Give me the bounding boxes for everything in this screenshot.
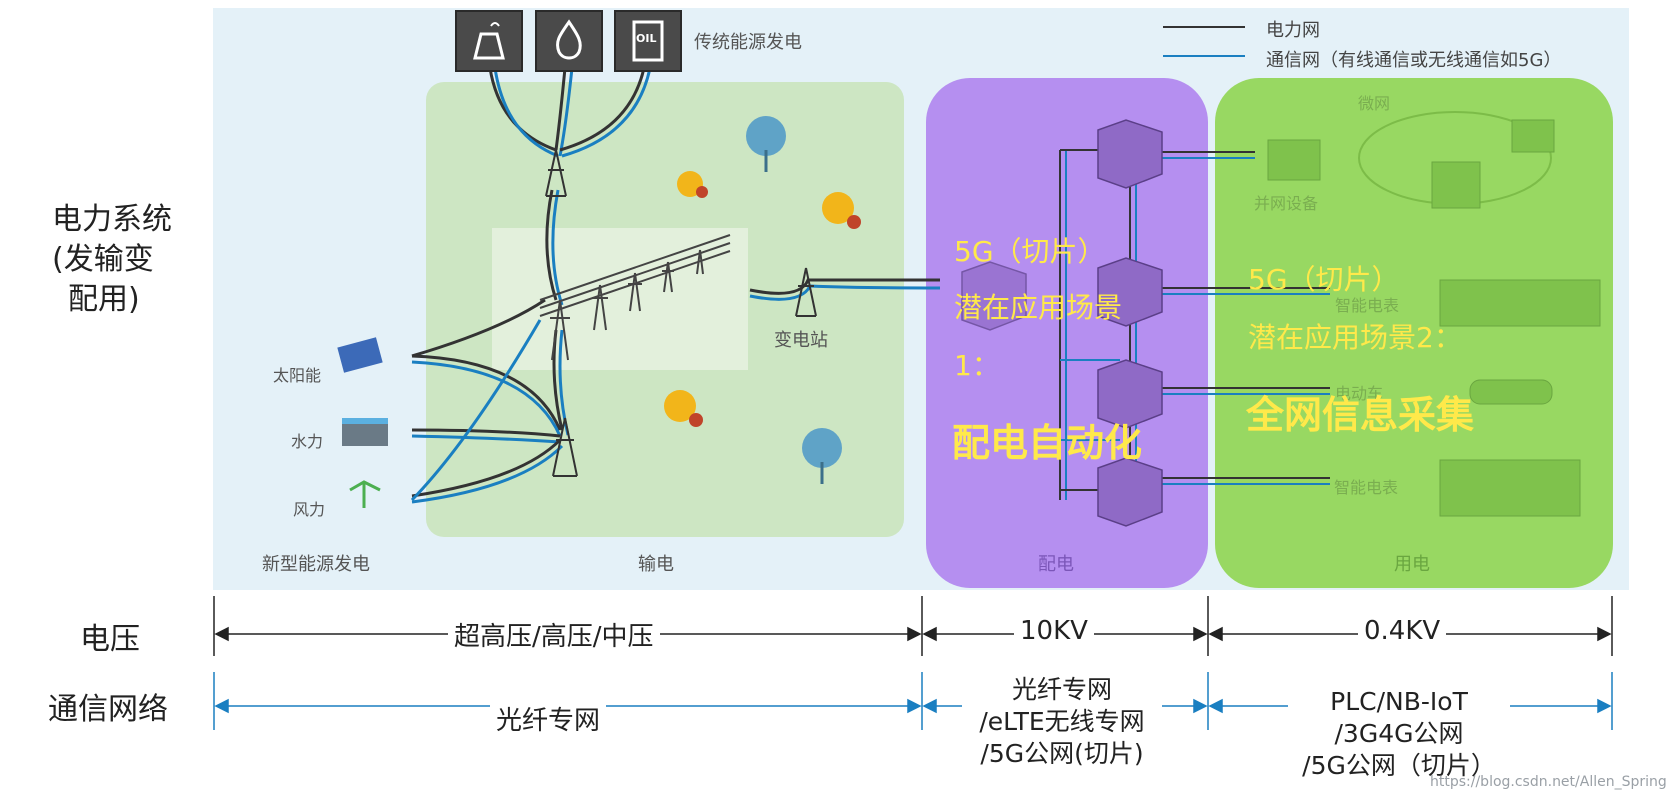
network-seg3-line3: /5G公网（切片） xyxy=(1302,751,1496,780)
substation-label: 变电站 xyxy=(774,330,828,351)
network-seg3: PLC/NB-IoT /3G4G公网 /5G公网（切片） xyxy=(1288,686,1510,782)
scenario1-line3: 1： xyxy=(954,349,1000,382)
network-label: 通信网络 xyxy=(48,692,168,727)
smart-meter-label-1: 智能电表 xyxy=(1335,296,1400,315)
scenario2-line2: 潜在应用场景2： xyxy=(1248,321,1462,354)
distribution-label: 配电 xyxy=(1038,554,1074,575)
legend-power-line: 电力网 xyxy=(1266,20,1320,41)
network-seg2-line1: 光纤专网 xyxy=(1011,675,1112,704)
voltage-seg3: 0.4KV xyxy=(1358,616,1447,646)
network-seg2-line2: /eLTE无线专网 xyxy=(979,707,1145,736)
new-energy-icons xyxy=(337,337,388,508)
microgrid-label: 微网 xyxy=(1358,94,1391,113)
distribution-boxes xyxy=(961,119,1163,527)
scenario1-title: 配电自动化 xyxy=(952,421,1143,465)
network-seg3-line1: PLC/NB-IoT xyxy=(1330,687,1468,716)
voltage-label: 电压 xyxy=(80,622,140,657)
consumption-label: 用电 xyxy=(1394,554,1430,575)
network-seg2: 光纤专网 /eLTE无线专网 /5G公网(切片) xyxy=(962,674,1162,770)
smart-meter-label-2: 智能电表 xyxy=(1334,478,1399,497)
scenario2-title: 全网信息采集 xyxy=(1246,393,1475,437)
transmission-label: 输电 xyxy=(638,554,674,575)
watermark: https://blog.csdn.net/Allen_Spring xyxy=(1430,774,1667,790)
cooling-tower-icon xyxy=(455,10,523,72)
network-seg3-line2: /3G4G公网 xyxy=(1334,719,1464,748)
power-system-label-line2: (发输变 xyxy=(52,242,154,277)
network-seg1: 光纤专网 xyxy=(490,700,607,737)
grid-device-label: 并网设备 xyxy=(1254,194,1319,213)
oil-barrel-icon: OIL xyxy=(614,10,682,72)
voltage-seg2: 10KV xyxy=(1014,616,1094,646)
trees xyxy=(664,116,861,484)
scenario2-line1: 5G（切片） xyxy=(1248,263,1400,296)
hydro-label: 水力 xyxy=(291,432,324,451)
new-energy-label: 新型能源发电 xyxy=(262,554,370,575)
legend-comm-line: 通信网（有线通信或无线通信如5G） xyxy=(1266,50,1562,71)
traditional-generation-label: 传统能源发电 xyxy=(694,32,802,53)
scenario1-line1: 5G（切片） xyxy=(954,235,1106,268)
voltage-seg1: 超高压/高压/中压 xyxy=(448,616,660,653)
ev-label: 电动车 xyxy=(1335,384,1384,403)
power-system-label-line3: 配用) xyxy=(68,282,140,317)
scenario1-line2: 潜在应用场景 xyxy=(954,291,1123,324)
solar-label: 太阳能 xyxy=(273,366,322,385)
flame-icon xyxy=(535,10,603,72)
power-system-label-line1: 电力系统 xyxy=(52,202,172,237)
oil-label: OIL xyxy=(636,32,657,45)
network-seg2-line3: /5G公网(切片) xyxy=(980,739,1144,768)
power-system-label: 电力系统 (发输变 配用) xyxy=(52,200,172,320)
wind-label: 风力 xyxy=(293,500,326,519)
